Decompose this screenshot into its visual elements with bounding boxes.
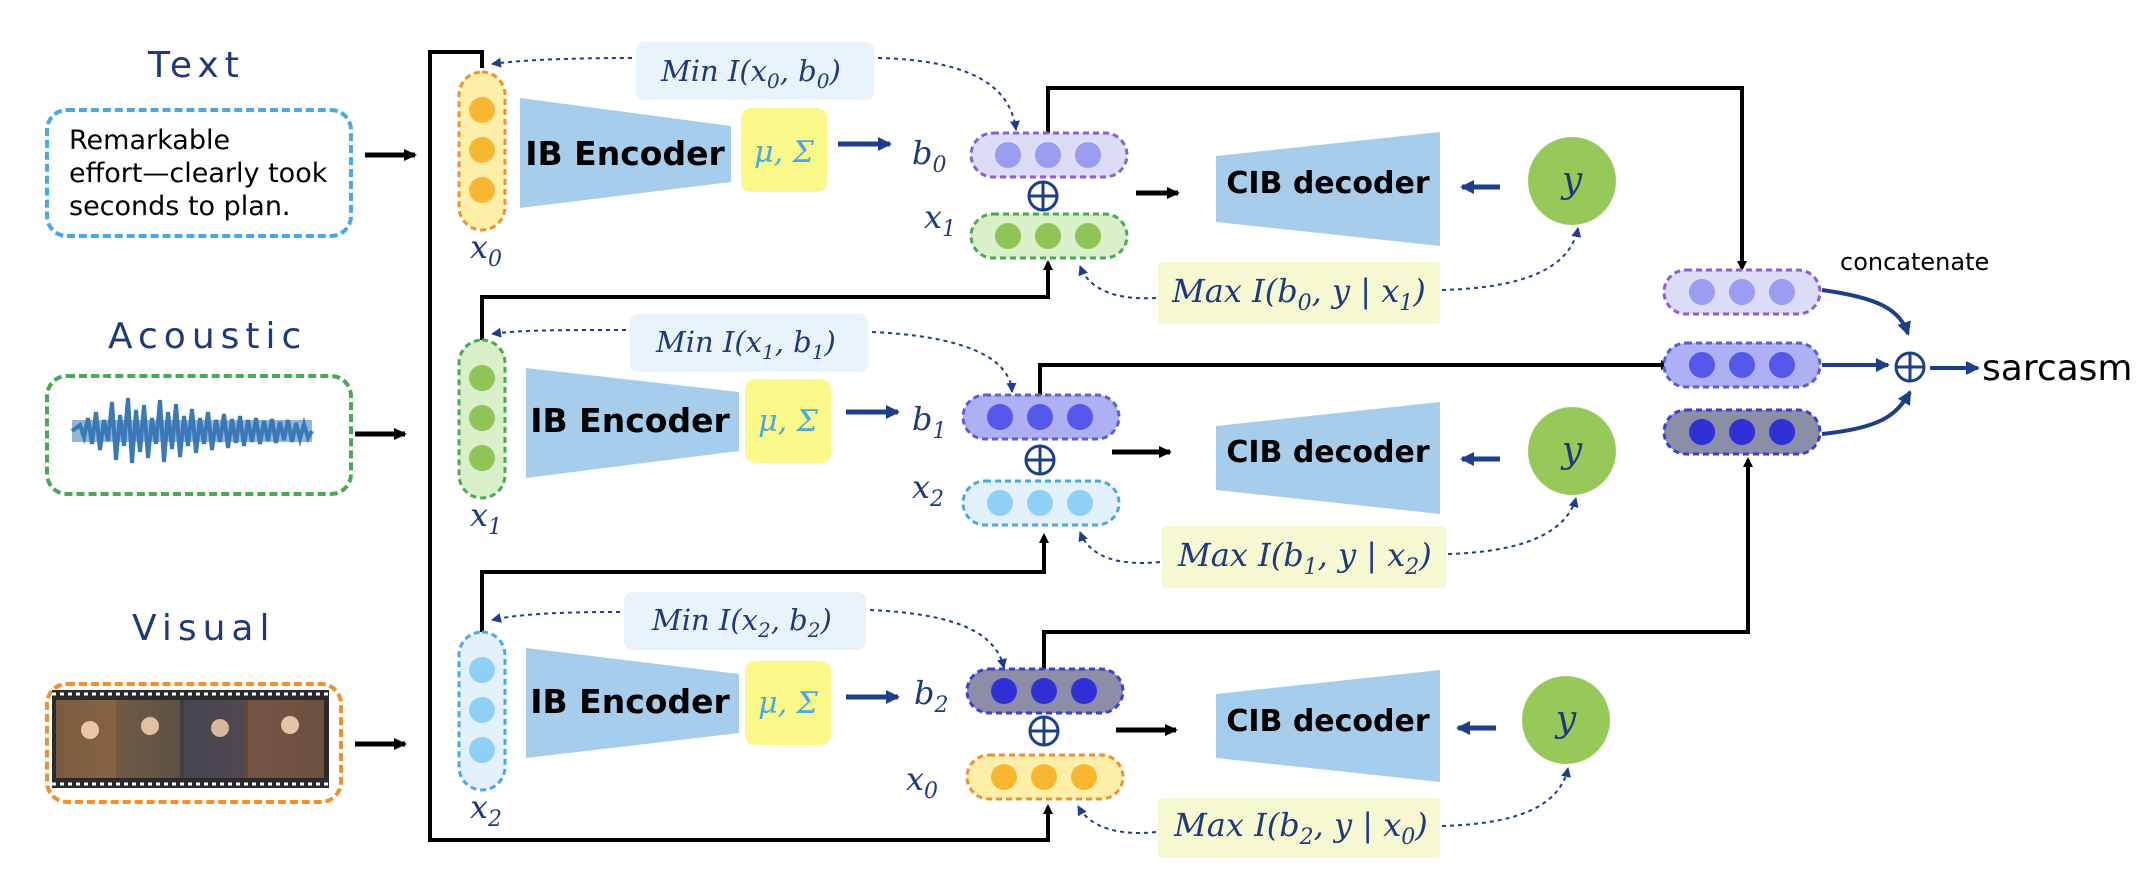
min-label-0: Min I(x0, b0) (660, 54, 841, 93)
x-label-1: x2 (912, 468, 944, 512)
y-node-0 (1528, 137, 1616, 225)
input-label-x0: x0 (470, 228, 502, 272)
b-label-0: b0 (912, 134, 946, 178)
params-label-0: μ, Σ (754, 135, 815, 170)
acoustic-waveform (70, 397, 314, 464)
params-box-0 (741, 108, 827, 192)
ib-encoder-label-1: IB Encoder (530, 401, 730, 440)
min-box-0 (636, 42, 874, 100)
ib-encoder-label-2: IB Encoder (530, 682, 730, 721)
branch-2 (457, 592, 1610, 858)
y-node-1 (1528, 407, 1616, 495)
input-label-x2: x2 (470, 788, 502, 832)
min-label-1: Min I(x1, b1) (655, 325, 836, 364)
cib-decoder-label-1: CIB decoder (1226, 435, 1430, 470)
x-label-0: x1 (924, 198, 956, 242)
text-modality-title: Text (148, 45, 245, 86)
ib-encoder-0 (520, 98, 731, 208)
ib-encoder-1 (526, 368, 739, 478)
y-label-2: y (1554, 699, 1577, 740)
acoustic-modality-title: Acoustic (108, 316, 308, 357)
branch-0 (457, 42, 1616, 324)
visual-film-strip (52, 690, 329, 788)
cib-decoder-2 (1216, 670, 1440, 782)
min-box-1 (630, 314, 868, 372)
branch-1 (457, 314, 1616, 588)
text-line-1: Remarkable (69, 125, 231, 156)
cib-decoder-1 (1216, 402, 1440, 514)
sarcasm-output-label: sarcasm (1982, 348, 2133, 389)
y-label-0: y (1560, 160, 1583, 201)
concat-pills (1662, 268, 1822, 456)
y-node-2 (1522, 676, 1610, 764)
cib-decoder-label-0: CIB decoder (1226, 166, 1430, 201)
max-label-2: Max I(b2, y | x0) (1173, 806, 1428, 850)
text-line-2: effort—clearly took (69, 158, 328, 189)
max-box-1 (1162, 526, 1446, 588)
cib-decoder-label-2: CIB decoder (1226, 704, 1430, 739)
text-line-3: seconds to plan. (69, 191, 291, 222)
visual-modality-title: Visual (132, 608, 276, 649)
input-label-x1: x1 (470, 496, 502, 540)
b-label-2: b2 (914, 674, 948, 718)
max-box-2 (1158, 798, 1440, 858)
y-label-1: y (1560, 430, 1583, 471)
ib-encoder-2 (526, 648, 739, 758)
cib-decoder-0 (1216, 132, 1440, 246)
params-label-1: μ, Σ (758, 404, 819, 439)
max-box-0 (1158, 262, 1440, 324)
ib-encoder-label-0: IB Encoder (525, 134, 725, 173)
fusion-arrows (1821, 288, 1980, 436)
max-label-0: Max I(b0, y | x1) (1171, 272, 1426, 316)
params-label-2: μ, Σ (758, 686, 819, 721)
params-box-2 (745, 661, 831, 745)
x-label-2: x0 (906, 760, 938, 804)
params-box-1 (745, 379, 831, 463)
min-label-2: Min I(x2, b2) (651, 603, 832, 642)
concatenate-label: concatenate (1840, 248, 1989, 276)
text-input-box: Remarkable effort—clearly took seconds t… (45, 108, 353, 238)
b-label-1: b1 (912, 400, 946, 444)
max-label-1: Max I(b1, y | x2) (1177, 536, 1432, 580)
min-box-2 (624, 592, 866, 650)
